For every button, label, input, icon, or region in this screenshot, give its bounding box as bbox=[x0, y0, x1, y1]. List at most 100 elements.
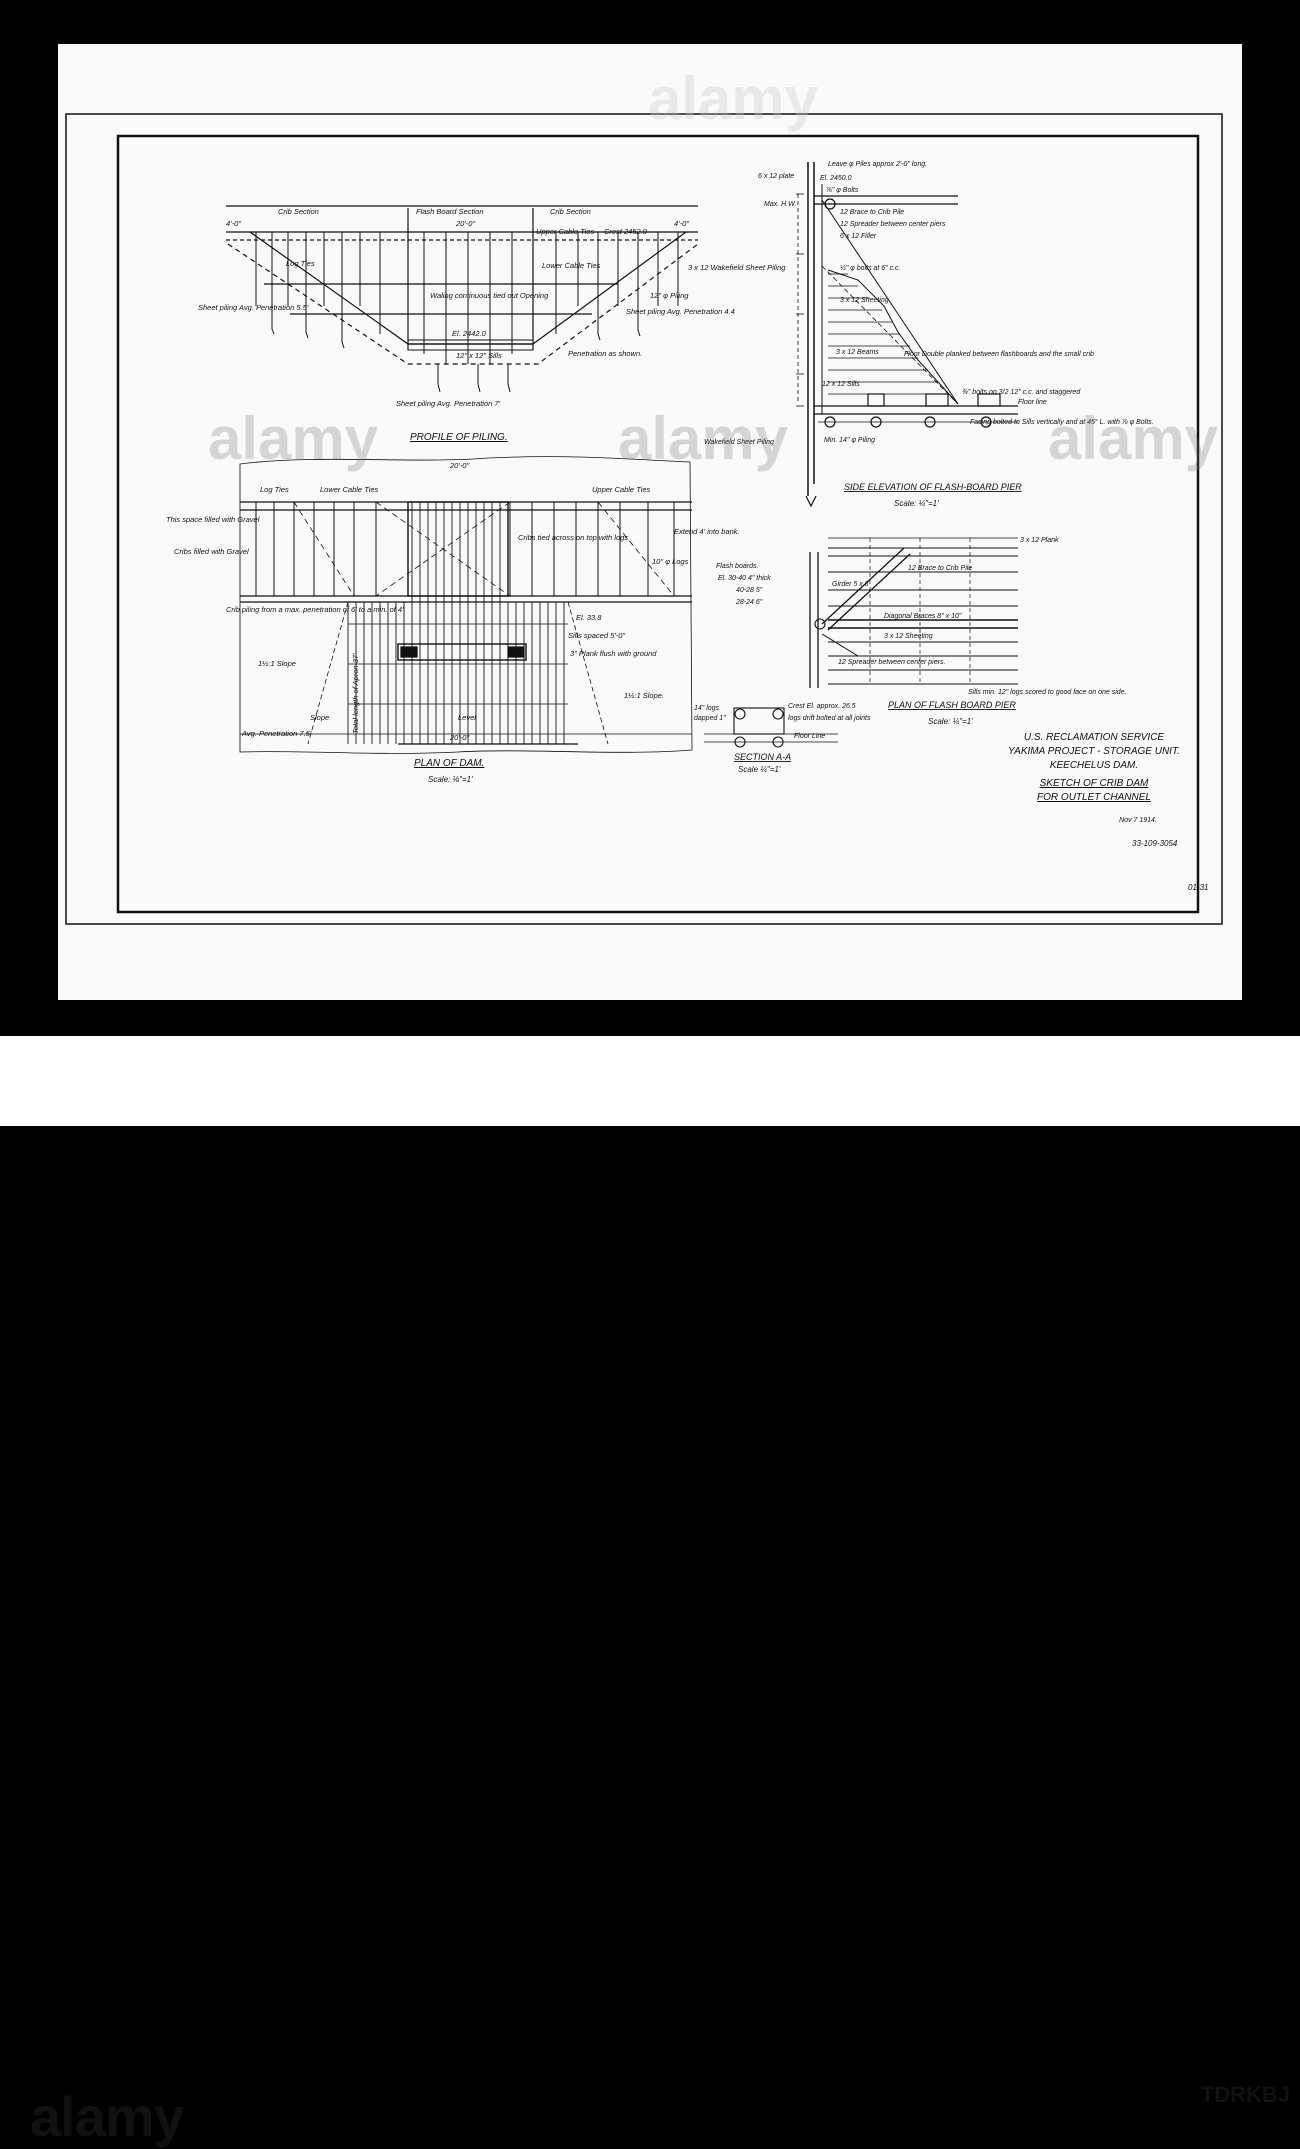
plan-level: Level bbox=[458, 713, 476, 722]
side-text: Leave φ Piles approx 2'-0" long. 6 x 12 … bbox=[704, 161, 1154, 446]
side-el-2450: El. 2450.0 bbox=[820, 175, 852, 182]
fb-sheeting: 3 x 12 Sheeting bbox=[884, 633, 933, 640]
fb-flashboards: Flash boards. bbox=[716, 563, 758, 570]
profile-penetration: Penetration as shown. bbox=[568, 349, 642, 358]
side-leave-piles: Leave φ Piles approx 2'-0" long. bbox=[828, 161, 927, 168]
watermark-tile-center: alamy bbox=[618, 405, 789, 472]
title-date: Nov 7 1914. bbox=[1119, 817, 1157, 824]
section-crest: Crest El. approx. 26.5 bbox=[788, 703, 856, 710]
fb-row2: 40-28 5" bbox=[736, 587, 763, 594]
plan-slope: Slope bbox=[310, 713, 329, 722]
profile-sheet-piling-right: Sheet piling Avg. Penetration 4.4 bbox=[626, 307, 735, 316]
section-logs-14: 14" logs bbox=[694, 705, 720, 712]
drawing-sheet: Crib Section Flash Board Section Crib Se… bbox=[58, 44, 1242, 1000]
side-wakefield: Wakefield Sheet Piling bbox=[704, 439, 774, 446]
side-sheeting-boards bbox=[828, 273, 948, 395]
side-beams: 3 x 12 Beams bbox=[836, 349, 879, 356]
piling-tips bbox=[271, 306, 641, 393]
plan-crib-piling: Crib piling from a max. penetration of 6… bbox=[226, 605, 406, 614]
watermark-tile-left: alamy bbox=[208, 405, 379, 472]
plan-crib-verticals bbox=[255, 502, 675, 596]
profile-flashboard-section: Flash Board Section bbox=[416, 207, 484, 216]
fb-plan-text: Flash boards. El. 30-40 4" thick 40-28 5… bbox=[716, 537, 1127, 696]
plan-log-ties: Log Ties bbox=[260, 485, 289, 494]
side-bolts-6cc: ½" φ bolts at 6" c.c. bbox=[840, 264, 901, 272]
plan-scale: Scale: ⅛"=1' bbox=[428, 775, 473, 784]
profile-lower-cable-ties: Lower Cable Ties bbox=[542, 261, 601, 270]
fb-row3: 28-24 6" bbox=[735, 599, 763, 606]
side-filler: 6 x 12 Filler bbox=[840, 233, 877, 240]
section-dapped: dapped 1" bbox=[694, 715, 726, 722]
profile-sills: 12" x 12" Sills bbox=[456, 351, 502, 360]
profile-dim-4-right: 4'-0" bbox=[674, 219, 689, 228]
side-bolts: ⅞" φ Bolts bbox=[826, 187, 859, 194]
title-line1: U.S. RECLAMATION SERVICE bbox=[1024, 732, 1165, 743]
plan-dim-20-bottom: 20'-0" bbox=[449, 733, 469, 742]
side-plate: 6 x 12 plate bbox=[758, 173, 794, 180]
profile-dim-4-left: 4'-0" bbox=[226, 219, 241, 228]
side-elevation-title: SIDE ELEVATION OF FLASH-BOARD PIER bbox=[844, 482, 1022, 492]
plan-el-338: El. 33.8 bbox=[576, 613, 602, 622]
plan-of-dam bbox=[239, 456, 693, 754]
title-line3: KEECHELUS DAM. bbox=[1050, 760, 1138, 771]
watermark-code: TDRKBJ bbox=[1200, 2082, 1290, 2107]
section-text: 14" logs dapped 1" Crest El. approx. 26.… bbox=[694, 703, 871, 740]
fb-sills: Sills min. 12" logs scored to good face … bbox=[968, 689, 1127, 696]
profile-upper-cable-ties: Upper Cable Ties bbox=[536, 227, 595, 236]
plan-total-length: Total length of Apron 37' bbox=[351, 653, 360, 734]
plan-cribs-tied: Cribs tied across on top with logs bbox=[518, 533, 628, 542]
fb-spreader: 12 Spreader between center piers. bbox=[838, 659, 945, 666]
profile-sheet-piling-bottom: Sheet piling Avg. Penetration 7' bbox=[396, 399, 501, 408]
sheet-border bbox=[65, 113, 1223, 925]
profile-sheet-piling-left: Sheet piling Avg. Penetration 5.5' bbox=[198, 303, 309, 312]
fb-brace: 12 Brace to Crib Pile bbox=[908, 565, 972, 572]
plan-avg-pen: Avg. Penetration 7.5' bbox=[241, 729, 312, 738]
fb-diagonal: Diagonal Braces 8" x 10" bbox=[884, 613, 962, 620]
section-aa bbox=[704, 707, 838, 748]
drawing-number: 33-109-3054 bbox=[1132, 839, 1178, 848]
profile-crib-section-left: Crib Section bbox=[278, 207, 319, 216]
title-block: U.S. RECLAMATION SERVICE YAKIMA PROJECT … bbox=[1008, 732, 1180, 824]
fb-plan-scale: Scale: ¼"=1' bbox=[928, 717, 973, 726]
profile-piles bbox=[255, 232, 679, 364]
plan-slope-right: 1½:1 Slope. bbox=[624, 691, 664, 700]
profile-crib-section-right: Crib Section bbox=[550, 207, 591, 216]
side-spreader: 12 Spreader between center piers bbox=[840, 221, 946, 228]
profile-el-2442: El. 2442.0 bbox=[452, 329, 487, 338]
section-logs-drift: logs drift bolted at all joints bbox=[788, 715, 871, 722]
plan-upper-cable-ties: Upper Cable Ties bbox=[592, 485, 651, 494]
profile-crest: Crest 2452.0 bbox=[604, 227, 648, 236]
side-sills-12: 12 x 12 Sills bbox=[822, 381, 860, 388]
profile-wakefield: 3 x 12 Wakefield Sheet Piling bbox=[688, 263, 786, 272]
section-aa-title: SECTION A-A bbox=[734, 752, 791, 762]
profile-dim-20: 20'-0" bbox=[455, 219, 475, 228]
fb-plank: 3 x 12 Plank bbox=[1020, 537, 1059, 544]
profile-waling: Waling continuous tied out Opening bbox=[430, 291, 549, 300]
plan-sills-spaced: Sills spaced 5'-0" bbox=[568, 631, 625, 640]
section-aa-scale: Scale ¼"=1' bbox=[738, 765, 781, 774]
watermark-footer: alamy TDRKBJ bbox=[0, 1036, 1300, 2148]
side-max-hw: Max. H.W. bbox=[764, 201, 796, 208]
profile-text: Crib Section Flash Board Section Crib Se… bbox=[198, 207, 786, 408]
title-line2: YAKIMA PROJECT - STORAGE UNIT. bbox=[1008, 746, 1180, 757]
side-dimension-ticks bbox=[796, 193, 804, 407]
section-floor-line: Floor Line bbox=[794, 733, 825, 740]
plan-plank-flush: 3" Plank flush with ground bbox=[570, 649, 657, 658]
side-elevation-scale: Scale: ¼"=1' bbox=[894, 499, 939, 508]
plan-lower-cable-ties: Lower Cable Ties bbox=[320, 485, 379, 494]
profile-title: PROFILE OF PILING. bbox=[410, 432, 508, 443]
side-bolts-stagger: ¾" bolts on 3/2 12" c.c. and staggered bbox=[962, 389, 1081, 396]
fb-plan-title: PLAN OF FLASH BOARD PIER bbox=[888, 700, 1016, 710]
plan-logs: 10" φ Logs bbox=[652, 557, 689, 566]
engineering-drawing: Crib Section Flash Board Section Crib Se… bbox=[65, 113, 1223, 925]
fb-girder: Girder 5 x 6 bbox=[832, 581, 869, 588]
plan-space-filled: This space filled with Gravel bbox=[166, 515, 260, 524]
side-sill-sheeting: 3 x 12 Sheeting bbox=[840, 297, 889, 304]
plan-text: 20'-0" Log Ties Lower Cable Ties Upper C… bbox=[166, 461, 740, 742]
plan-slope-left: 1½:1 Slope bbox=[258, 659, 296, 668]
profile-piling-12: 12" φ Piling bbox=[650, 291, 689, 300]
watermark-tile-top: alamy bbox=[648, 65, 819, 132]
plan-cribs-filled: Cribs filled with Gravel bbox=[174, 547, 249, 556]
title-line5: FOR OUTLET CHANNEL bbox=[1037, 792, 1151, 803]
watermark-tile-right: alamy bbox=[1048, 405, 1219, 472]
